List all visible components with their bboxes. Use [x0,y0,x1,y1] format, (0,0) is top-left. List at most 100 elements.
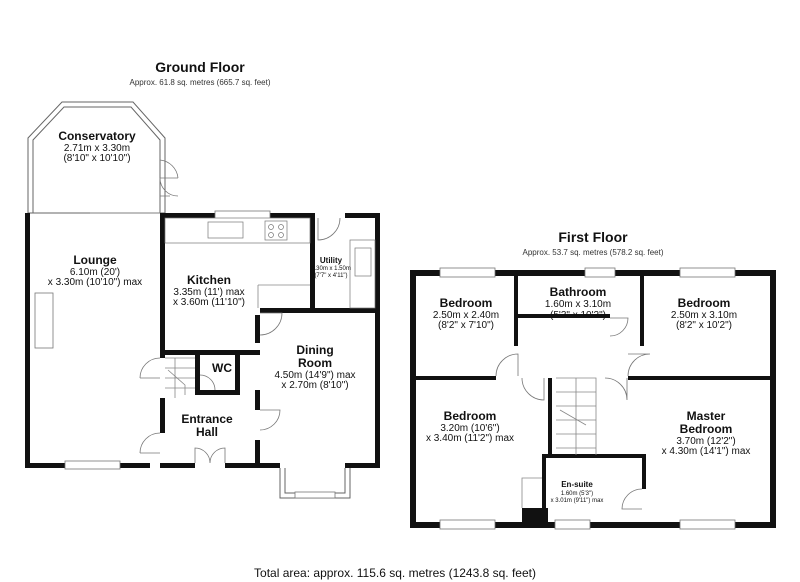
ff-wall-ensuite-west [542,454,546,522]
wall-wc-east [235,355,240,395]
entrance-hall-label-1: Entrance [181,412,233,426]
entrance-hall-label-2: Hall [196,425,218,439]
master-bedroom-dim1: 3.70m (12'2") [676,436,735,447]
en-suite-dim2: x 3.01m (9'11") max [551,498,604,504]
staircase [165,357,195,398]
utility-sink [354,247,372,277]
wall-south-hall-b [225,463,255,468]
utility-label: Utility [320,256,343,265]
hob-ring [268,224,274,230]
lounge-door [139,357,161,379]
ff-wall-bed-south [416,376,496,380]
ff-stair-arrow [559,409,587,426]
kitchen-dim2: x 3.60m (11'10") [173,297,245,308]
conservatory-doors [159,159,179,197]
wall-corner-nw [25,213,30,218]
ff-wall-south [410,522,776,528]
ff-window-bathroom [584,267,616,278]
lounge-fireplace [34,292,54,349]
wall-kitchen-hall [165,350,260,355]
dining-bay-glazing [294,491,336,499]
kitchen-island [257,284,310,308]
wall-hall-dining-b [255,440,260,465]
en-suite-dim1: 1.60m (5'3") [561,491,593,497]
lounge-label: Lounge [73,253,117,267]
ff-door-bathroom [609,317,629,337]
master-bedroom-label-1: Master [687,409,726,423]
ff-wall-stairs-west [548,378,552,458]
hob-ring [278,232,284,238]
wc-label: WC [212,361,232,375]
ff-door-bedroom-right [627,353,651,377]
ff-wall-bed-bath [514,276,518,346]
ff-door-bedroom-left [495,353,519,377]
ff-door-master [604,377,628,401]
ff-wall-bath-bed [640,276,644,346]
wall-kitchen-utility [310,213,315,313]
ff-staircase [556,377,597,455]
conservatory-dim2: (8'10" x 10'10") [63,153,130,164]
wall-lounge-kitchen [160,218,165,358]
lounge-dim2: x 3.30m (10'10") max [48,277,142,288]
utility-door [317,217,341,241]
bedroom-bottom-dim1: 3.20m (10'6") [440,423,499,434]
ff-cupboard [521,477,542,508]
master-bedroom-label-2: Bedroom [680,422,733,436]
ff-window-bedroom-left [439,267,496,278]
ground-floor-area: Approx. 61.8 sq. metres (665.7 sq. feet) [130,78,271,87]
ff-window-ensuite [554,519,591,530]
dining-room-label-2: Room [298,356,332,370]
kitchen-hob [264,220,288,241]
wall-north-utility [345,213,380,218]
wall-kitchen-dining-a [255,315,260,343]
ff-window-bedroom-right [679,267,736,278]
ff-window-bedroom-bottom [439,519,496,530]
kitchen-label: Kitchen [187,273,231,287]
dining-room-dim2: x 2.70m (8'10") [281,380,348,391]
bathroom-label: Bathroom [550,285,607,299]
utility-dim2: (7'7" x 4'11") [314,273,347,279]
bedroom-left-label: Bedroom [440,296,493,310]
first-floor-title: First Floor [558,229,628,245]
dining-room-label-1: Dining [296,343,333,357]
total-area: Total area: approx. 115.6 sq. metres (12… [254,566,536,580]
ff-wall-ensuite-east [642,454,646,489]
ff-wall-east [770,270,776,528]
wall-lounge-hall [160,398,165,433]
bedroom-right-dim1: 2.50m x 3.10m [671,310,737,321]
conservatory-label: Conservatory [58,129,136,143]
wc-door [199,374,216,391]
wall-utility-dining [260,308,380,313]
wall-south-dining-b [345,463,380,468]
bathroom-dim2: (5'3" x 10'2") [550,310,606,321]
ff-cylinder-cupboard [522,508,548,522]
wall-west [25,213,30,468]
bedroom-left-dim2: (8'2" x 7'10") [438,320,494,331]
ff-door-bedroom-bottom [521,377,545,401]
hall-dining-door [259,409,281,431]
lounge-window [64,460,121,470]
hob-ring [278,224,284,230]
wall-wc-south [195,390,235,395]
conservatory-dim1: 2.71m x 3.30m [64,143,130,154]
bedroom-right-dim2: (8'2" x 10'2") [676,320,732,331]
hob-ring [268,232,274,238]
bathroom-dim1: 1.60m x 3.10m [545,299,611,310]
lounge-dim1: 6.10m (20') [70,267,120,278]
wall-north-kitchen-b [270,213,315,218]
ff-wall-ensuite-north [542,454,642,458]
ff-wall-bath-south [518,314,610,318]
bedroom-bottom-dim2: x 3.40m (11'2") max [426,433,514,444]
kitchen-dim1: 3.35m (11') max [173,287,244,298]
wall-east [375,213,380,468]
master-bedroom-dim2: x 4.30m (14'1") max [662,446,751,457]
ff-door-ensuite [621,488,643,510]
hall-lounge-door [139,432,161,454]
wall-hall-dining [255,390,260,410]
dining-bay-inner [284,468,346,494]
dining-room-dim1: 4.50m (14'9") max [274,370,355,381]
wall-south-hall-a [160,463,195,468]
front-door [194,447,226,464]
ff-wall-west [410,270,416,528]
